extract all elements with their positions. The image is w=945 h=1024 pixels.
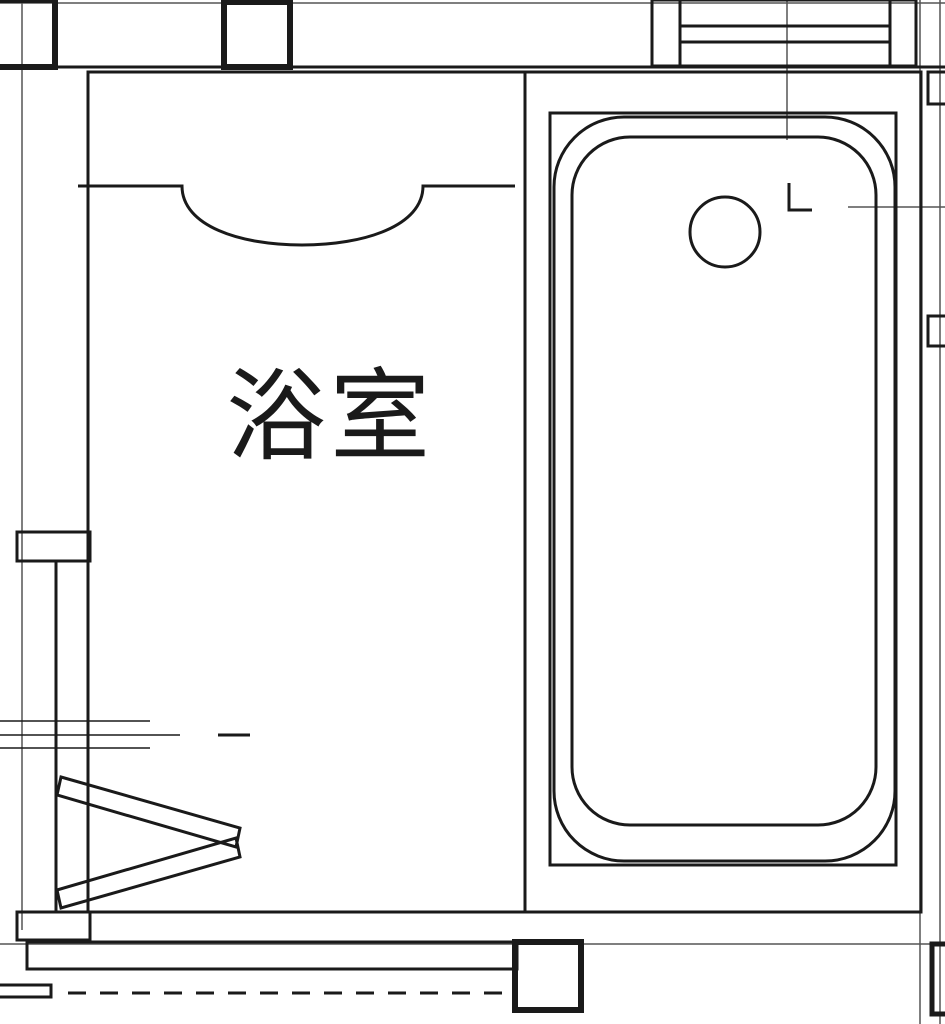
entrance bbox=[0, 530, 250, 942]
room-wall bbox=[86, 70, 923, 914]
bathtub-basin bbox=[570, 135, 878, 827]
room-outline bbox=[54, 70, 923, 914]
column-left-upper bbox=[15, 530, 92, 563]
wash-counter bbox=[78, 184, 515, 247]
right-wall-stub-middle bbox=[926, 314, 945, 348]
right-wall-fragments bbox=[926, 70, 945, 1017]
bottom-sill bbox=[25, 940, 519, 971]
bathtub-frame bbox=[548, 111, 898, 867]
column-left-lower bbox=[15, 910, 92, 942]
bathtub bbox=[548, 111, 898, 867]
faucet-marker bbox=[787, 183, 812, 212]
folding-door-icon bbox=[55, 775, 242, 910]
top-wall-band bbox=[0, 0, 945, 70]
right-wall-stub-top bbox=[926, 70, 945, 106]
bottom-wall-band bbox=[0, 939, 584, 1013]
window-frame-top-right bbox=[650, 0, 918, 68]
room-label: 浴室 bbox=[226, 358, 434, 475]
column-top-middle bbox=[221, 0, 293, 70]
bottom-stub-left bbox=[0, 983, 53, 999]
column-bottom bbox=[512, 939, 584, 1013]
drain-icon bbox=[688, 195, 762, 269]
bathtub-rim bbox=[552, 115, 897, 863]
column-top-left bbox=[0, 0, 58, 70]
right-wall-stub-bottom bbox=[929, 941, 945, 1017]
wash-counter-edge bbox=[78, 184, 515, 247]
